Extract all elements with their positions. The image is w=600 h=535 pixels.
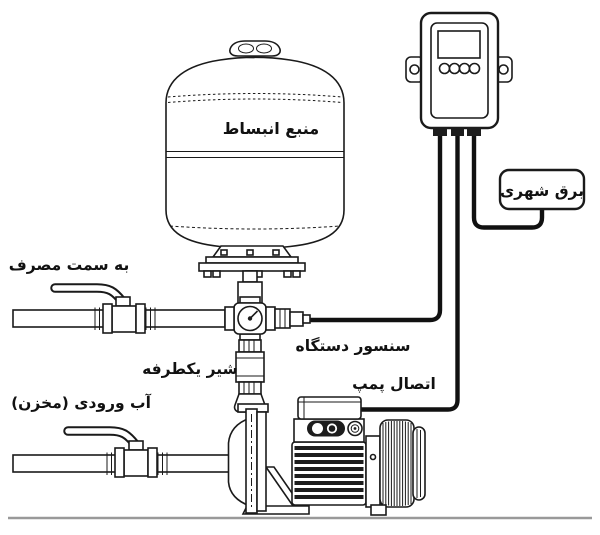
check-valve-label: شیر یکطرفه <box>142 360 238 378</box>
inlet-ball-valve <box>63 426 158 478</box>
pump-terminal-box <box>293 396 365 443</box>
pump-back-plate <box>256 411 267 512</box>
expansion-tank-label: منبع انبساط <box>223 119 319 138</box>
controller-mount-left <box>405 56 425 83</box>
controller-button-1[interactable] <box>438 62 451 75</box>
controller-cable-port-3 <box>467 127 481 136</box>
controller-buttons[interactable] <box>438 62 481 75</box>
city-power-box: برق شهری <box>498 168 586 211</box>
pump-connection-label: اتصال پمپ <box>352 375 436 394</box>
pump-volute <box>227 416 251 508</box>
controller-button-2[interactable] <box>448 62 461 75</box>
wall-controller <box>405 11 513 136</box>
expansion-tank: منبع انبساط <box>165 40 345 304</box>
power-cable <box>471 134 545 230</box>
controller-button-4[interactable] <box>468 62 481 75</box>
pump-cable <box>360 134 460 412</box>
controller-display <box>437 30 481 59</box>
pump-foot-rear <box>370 504 387 516</box>
controller-cable-port-2 <box>451 127 464 136</box>
valve-handle <box>63 426 140 449</box>
controller-button-3[interactable] <box>458 62 471 75</box>
pump-fan-cover <box>379 419 426 508</box>
check-valve <box>233 339 267 413</box>
cross-fitting <box>224 296 276 341</box>
tank-base <box>198 245 306 304</box>
inlet-water-label: آب ورودی (مخزن) <box>11 393 152 412</box>
tank-seam-middle <box>166 151 344 158</box>
outlet-ball-valve <box>50 283 146 334</box>
motor-end-band <box>365 435 381 508</box>
pump-indicator <box>307 420 363 437</box>
tank-body <box>165 56 345 250</box>
tank-handle <box>229 40 281 57</box>
controller-cable-port-1 <box>433 127 447 136</box>
device-sensor-label: سنسور دستگاه <box>296 336 411 355</box>
motor-fins <box>294 446 364 499</box>
tank-seam-top <box>167 93 343 103</box>
valve-handle <box>50 283 127 306</box>
to-consumption-label: به سمت مصرف <box>9 256 130 274</box>
sensor-cable <box>309 134 443 323</box>
motor-bolt <box>369 453 377 461</box>
controller-panel <box>430 22 489 119</box>
tank-seam-bottom <box>169 225 341 230</box>
sensor-probe <box>274 308 311 329</box>
city-power-label: برق شهری <box>500 182 584 200</box>
pressure-gauge <box>237 305 263 332</box>
pump-motor <box>291 441 367 506</box>
pump <box>227 396 426 516</box>
